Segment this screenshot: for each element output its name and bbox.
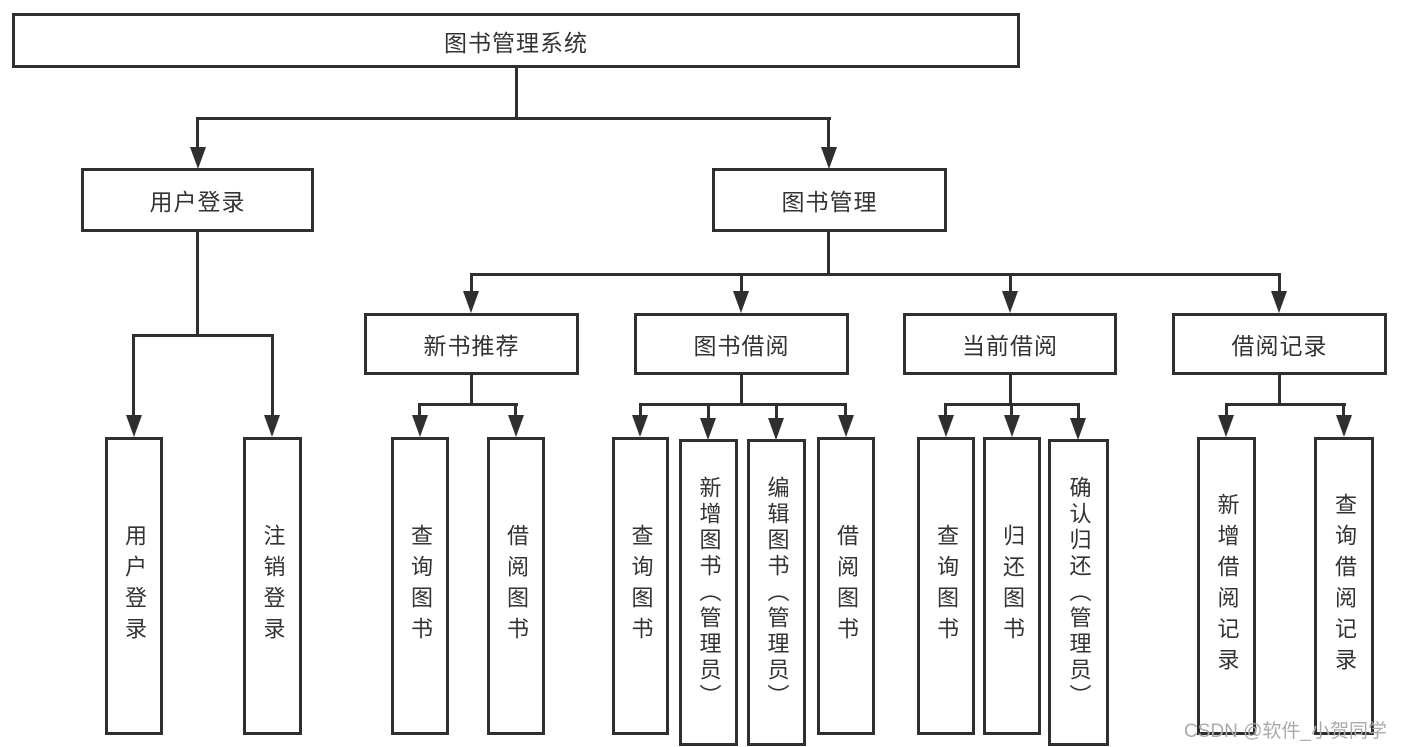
leaf-label: 归还图书 [1000, 524, 1025, 648]
node-label: 图书借阅 [693, 333, 790, 359]
connector-line [515, 67, 518, 120]
arrow-down-icon [632, 415, 648, 437]
leaf-label: 查询图书 [934, 524, 959, 648]
connector-line [470, 273, 1281, 276]
arrow-down-icon [700, 418, 716, 440]
node-label: 用户登录 [149, 189, 246, 215]
leaf-current-return-books: 归还图书 [983, 437, 1041, 735]
connector-line [271, 334, 274, 417]
node-current-borrowing: 当前借阅 [903, 313, 1117, 375]
leaf-label: 查询图书 [408, 524, 433, 648]
connector-line [707, 403, 710, 419]
leaf-label: 编辑图书（管理员） [764, 475, 790, 710]
arrow-down-icon [821, 147, 837, 169]
leaf-label: 注销登录 [260, 524, 286, 648]
node-library-management-system: 图书管理系统 [12, 13, 1020, 68]
connector-line [775, 403, 778, 419]
node-user-login: 用户登录 [81, 168, 314, 232]
leaf-borrowing-borrow-books: 借阅图书 [817, 437, 875, 735]
csdn-watermark: CSDN @软件_小贺同学 [1184, 721, 1387, 742]
node-label: 图书管理 [781, 189, 878, 215]
connector-line [1077, 403, 1080, 419]
leaf-label: 用户登录 [122, 524, 147, 648]
connector-line [132, 334, 135, 417]
connector-line [470, 273, 473, 294]
arrow-down-icon [1004, 415, 1020, 437]
connector-line [132, 334, 274, 337]
leaf-label: 查询图书 [628, 524, 654, 648]
leaf-label: 借阅图书 [504, 524, 529, 648]
leaf-label: 查询借阅记录 [1332, 493, 1357, 679]
connector-line [196, 231, 199, 337]
connector-line [1009, 373, 1012, 406]
arrow-down-icon [733, 291, 749, 313]
leaf-borrowing-query-books: 查询图书 [612, 437, 669, 735]
arrow-down-icon [264, 415, 280, 437]
arrow-down-icon [1002, 291, 1018, 313]
connector-line [740, 273, 743, 294]
leaf-newbook-borrow-books: 借阅图书 [487, 437, 545, 735]
connector-line [827, 117, 830, 150]
leaf-label: 新增借阅记录 [1214, 493, 1240, 679]
connector-line [1010, 403, 1013, 418]
leaf-label: 新增图书（管理员） [696, 475, 722, 710]
connector-line [418, 403, 518, 406]
node-book-management: 图书管理 [712, 168, 947, 232]
connector-line [470, 373, 473, 406]
connector-line [844, 403, 847, 418]
connector-line [418, 403, 421, 418]
node-label: 当前借阅 [962, 333, 1058, 359]
arrow-down-icon [463, 291, 479, 313]
arrow-down-icon [1336, 415, 1352, 437]
leaf-records-query-record: 查询借阅记录 [1314, 437, 1374, 735]
leaf-label: 确认归还（管理员） [1066, 475, 1092, 710]
connector-line [1278, 373, 1281, 406]
leaf-logout-login: 注销登录 [243, 437, 302, 735]
leaf-user-login: 用户登录 [105, 437, 163, 735]
connector-line [196, 117, 831, 120]
node-book-borrowing: 图书借阅 [634, 313, 849, 375]
node-borrowing-records: 借阅记录 [1172, 313, 1387, 375]
connector-line [827, 231, 830, 276]
node-label: 借阅记录 [1231, 333, 1328, 359]
connector-line [639, 403, 642, 418]
leaf-records-add-record: 新增借阅记录 [1197, 437, 1256, 735]
arrow-down-icon [1271, 291, 1287, 313]
leaf-label: 借阅图书 [834, 524, 859, 648]
arrow-down-icon [838, 415, 854, 437]
leaf-current-confirm-return-admin: 确认归还（管理员） [1048, 439, 1109, 746]
node-new-book-recommend: 新书推荐 [364, 313, 579, 375]
leaf-borrowing-edit-books-admin: 编辑图书（管理员） [747, 439, 806, 746]
connector-line [1225, 403, 1346, 406]
node-label: 图书管理系统 [444, 29, 588, 56]
connector-line [1009, 273, 1012, 294]
arrow-down-icon [1070, 418, 1086, 440]
arrow-down-icon [412, 415, 428, 437]
leaf-borrowing-add-books-admin: 新增图书（管理员） [679, 439, 738, 746]
connector-line [196, 117, 199, 150]
connector-line [740, 373, 743, 406]
arrow-down-icon [1218, 415, 1234, 437]
connector-line [1278, 273, 1281, 294]
arrow-down-icon [938, 415, 954, 437]
leaf-newbook-query-books: 查询图书 [391, 437, 449, 735]
connector-line [944, 403, 947, 418]
node-label: 新书推荐 [423, 333, 520, 359]
connector-line [514, 403, 517, 418]
arrow-down-icon [508, 415, 524, 437]
arrow-down-icon [190, 147, 206, 169]
connector-line [1225, 403, 1228, 418]
arrow-down-icon [768, 418, 784, 440]
arrow-down-icon [126, 415, 142, 437]
leaf-current-query-books: 查询图书 [917, 437, 975, 735]
connector-line [1342, 403, 1345, 418]
connector-line [639, 403, 847, 406]
